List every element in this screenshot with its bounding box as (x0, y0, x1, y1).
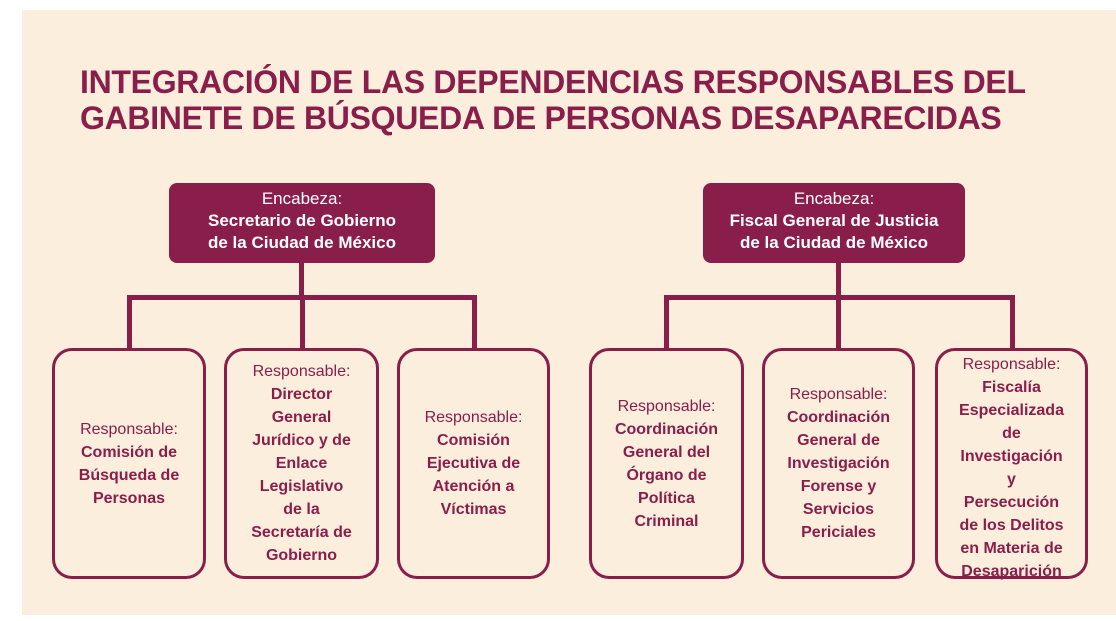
left-head-label: Encabeza: (261, 189, 343, 208)
right-stem-connector (836, 263, 841, 299)
left-child-1-label: Responsable: (80, 420, 178, 438)
right-child-2-name-line: Forense y (800, 478, 877, 495)
right-child-box-1: Responsable: Coordinación General del Ór… (589, 348, 744, 579)
left-child-3-label: Responsable: (424, 409, 523, 426)
right-head-label: Encabeza: (793, 189, 875, 208)
right-child-2-label: Responsable: (789, 386, 888, 403)
left-child-3-name-line: Comisión (437, 432, 510, 449)
left-drop-connector-2 (300, 295, 305, 350)
right-head-box: Encabeza: Fiscal General de Justicia de … (703, 183, 965, 263)
left-child-2-label: Responsable: (252, 363, 351, 380)
left-child-1-name-line: Búsqueda de (78, 466, 180, 484)
title-line-2: GABINETE DE BÚSQUEDA DE PERSONAS DESAPAR… (80, 100, 1002, 136)
left-child-2-name-line: Secretaría de (251, 524, 352, 541)
left-child-2-name-line: Enlace (275, 455, 328, 472)
left-child-2-name-line: Jurídico y de (252, 432, 351, 449)
left-child-box-3: Responsable: Comisión Ejecutiva de Atenc… (397, 348, 550, 579)
left-child-2-name-line: Legislativo (259, 478, 344, 495)
right-child-1-name-line: General del (622, 443, 711, 461)
left-child-2-name-line: Director (270, 386, 333, 403)
left-child-box-2: Responsable: Director General Jurídico y… (224, 348, 379, 579)
right-child-2-name-line: Servicios (802, 501, 875, 518)
right-child-1-name-line: Coordinación (614, 420, 719, 438)
left-head-name-line-1: Secretario de Gobierno (208, 211, 396, 230)
left-head-box: Encabeza: Secretario de Gobierno de la C… (169, 183, 435, 263)
right-child-3-label: Responsable: (962, 356, 1061, 373)
left-drop-connector-1 (127, 295, 132, 350)
left-stem-connector (299, 263, 304, 299)
right-child-2-name-line: General de (797, 432, 880, 449)
left-child-1-name-line: Personas (92, 489, 166, 507)
right-child-1-name-line: Política (638, 489, 695, 507)
right-drop-connector-1 (664, 295, 669, 350)
left-child-box-1: Responsable: Comisión de Búsqueda de Per… (52, 348, 206, 579)
right-child-2-name-line: Coordinación (786, 409, 891, 426)
right-child-2-name-line: Investigación (787, 455, 890, 472)
right-child-3-name-line: de los Delitos (959, 517, 1064, 534)
left-child-2-name-line: Gobierno (265, 547, 338, 564)
right-head-name-line-2: de la Ciudad de México (740, 233, 928, 252)
left-child-2-name-line: de la (283, 501, 320, 518)
left-child-1-name-line: Comisión de (80, 443, 177, 461)
right-child-3-name-line: Investigación (960, 448, 1063, 465)
right-head-name-line-1: Fiscal General de Justicia (729, 211, 939, 230)
right-child-box-2: Responsable: Coordinación General de Inv… (762, 348, 915, 579)
right-child-3-name-line: y (1007, 471, 1016, 488)
left-child-3-name-line: Víctimas (440, 501, 507, 518)
right-child-3-name-line: Persecución (963, 494, 1060, 511)
right-drop-connector-3 (1010, 295, 1015, 350)
page-title: INTEGRACIÓN DE LAS DEPENDENCIAS RESPONSA… (80, 64, 1080, 136)
right-child-box-3: Responsable: Fiscalía Especializada de I… (935, 348, 1088, 580)
right-child-3-name-line: Fiscalía (982, 379, 1041, 396)
right-child-1-name-line: Criminal (634, 512, 699, 530)
left-child-2-name-line: General (271, 409, 332, 426)
right-child-3-name-line: Desaparición (961, 563, 1062, 580)
left-child-3-name-line: Atención a (432, 478, 515, 495)
right-child-3-name-line: de (1002, 425, 1021, 442)
right-child-1-label: Responsable: (617, 397, 716, 415)
right-child-1-name-line: Órgano de (626, 466, 707, 484)
left-child-3-name-line: Ejecutiva de (426, 455, 521, 472)
title-line-1: INTEGRACIÓN DE LAS DEPENDENCIAS RESPONSA… (80, 64, 1026, 100)
left-drop-connector-3 (472, 295, 477, 350)
right-drop-connector-2 (836, 295, 841, 350)
right-child-3-name-line: Especializada (959, 402, 1064, 419)
right-child-3-name-line: en Materia de (960, 540, 1063, 557)
left-head-name-line-2: de la Ciudad de México (208, 233, 396, 252)
right-child-2-name-line: Periciales (801, 524, 876, 541)
